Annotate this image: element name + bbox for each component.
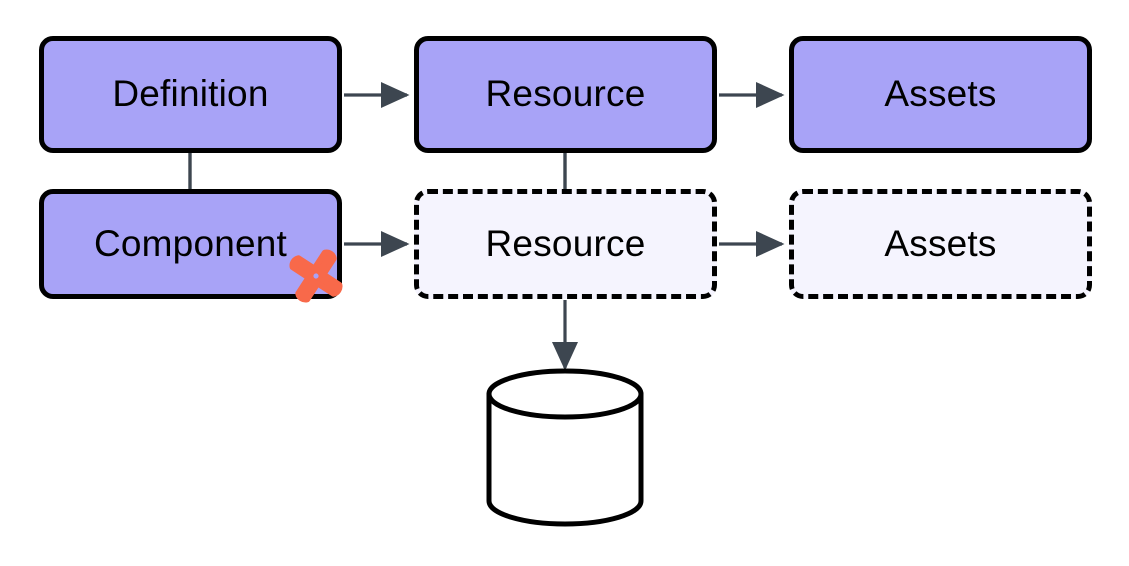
node-resource-bottom-label: Resource [485, 222, 646, 264]
node-definition[interactable]: Definition [39, 36, 342, 153]
node-assets-top[interactable]: Assets [789, 36, 1092, 153]
node-assets-top-label: Assets [884, 73, 997, 114]
datastore-cylinder [486, 368, 644, 527]
node-component-label: Component [93, 222, 288, 264]
node-assets-bottom-label: Assets [884, 222, 997, 264]
node-resource-top-label: Resource [485, 73, 646, 114]
node-definition-label: Definition [112, 73, 269, 114]
node-component[interactable]: Component [39, 189, 342, 299]
node-assets-bottom[interactable]: Assets [789, 189, 1092, 299]
node-resource-bottom[interactable]: Resource [414, 189, 717, 299]
node-resource-top[interactable]: Resource [414, 36, 717, 153]
